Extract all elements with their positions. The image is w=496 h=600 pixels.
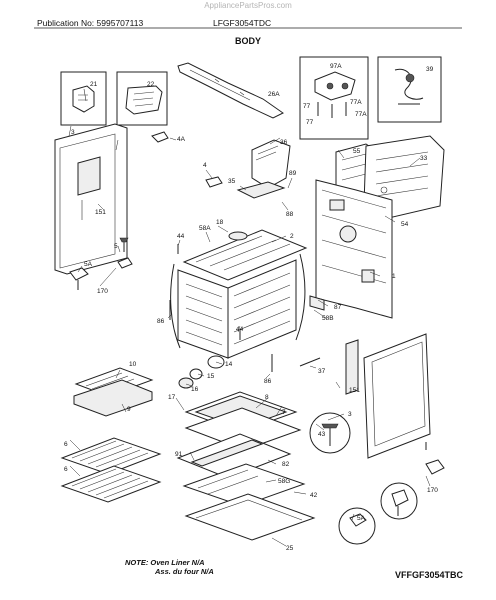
callout-label: 58A — [199, 225, 211, 232]
part-4-clip — [205, 176, 223, 188]
callout-label: 151 — [95, 209, 106, 216]
part-6-oven-rack-top — [60, 437, 162, 475]
callout-label: 44 — [236, 326, 244, 333]
callout-label: 77 — [306, 119, 314, 126]
part-6-oven-rack-bottom — [60, 465, 162, 503]
callout-label: 86 — [264, 378, 272, 385]
callout-label: 88 — [286, 211, 294, 218]
leader-lines — [68, 125, 431, 547]
callout-label: 10 — [129, 361, 137, 368]
part-36-baffle — [251, 139, 291, 189]
part-58B-strip — [309, 295, 325, 311]
callout-label: 22 — [147, 81, 155, 88]
callout-label: 14 — [225, 361, 233, 368]
part-35-tray — [236, 181, 286, 199]
part-5-screw — [119, 237, 129, 252]
callout-label: 5A — [357, 515, 366, 522]
callout-label: 42 — [310, 492, 318, 499]
watermark: AppliancePartsPros.com — [204, 1, 292, 10]
callout-label: 37 — [318, 368, 326, 375]
callout-label: 151 — [349, 387, 360, 394]
section-title: BODY — [234, 36, 261, 46]
callout-label: 77 — [303, 103, 311, 110]
part-151-side-trim — [345, 339, 359, 395]
callout-label: 9 — [127, 406, 131, 413]
model-number: LFGF3054TDC — [213, 18, 272, 28]
part-1-rear-frame — [315, 179, 393, 319]
callout-label: 77A — [355, 111, 367, 118]
callout-label: 3 — [348, 411, 352, 418]
callout-label: 55 — [353, 148, 361, 155]
callout-label: 97A — [330, 63, 342, 70]
part-25-storage-drawer — [184, 493, 316, 541]
callout-label: 8 — [265, 394, 269, 401]
part-3-side-panel — [54, 123, 128, 275]
publication-number: Publication No: 5995707113 — [37, 18, 144, 28]
callout-label: 5 — [114, 243, 118, 250]
callout-label: 87 — [334, 304, 342, 311]
callout-label: 35 — [228, 178, 236, 185]
callout-label: 58G — [278, 478, 290, 485]
part-170-bracket-right — [425, 459, 445, 475]
part-5A-leveling-leg-right — [338, 482, 418, 545]
part-box-39 — [377, 56, 442, 123]
callout-label: 21 — [90, 81, 98, 88]
callout-label: 7 — [282, 409, 286, 416]
part-18-top-cover — [182, 229, 308, 281]
part-4A-clip — [151, 131, 169, 143]
callout-label: 16 — [191, 386, 199, 393]
callout-label: 4 — [203, 162, 207, 169]
drawing-code: VFFGF3054TBC — [395, 570, 464, 580]
callout-label: 82 — [282, 461, 290, 468]
part-37-rod — [299, 357, 321, 367]
callout-label: 2 — [290, 233, 294, 240]
callout-label: 170 — [427, 487, 438, 494]
callout-label: 91 — [175, 451, 183, 458]
note-oven-liner-fr: Ass. du four N/A — [155, 567, 214, 576]
callout-label: 4A — [177, 136, 186, 143]
note-oven-liner: NOTE: Oven Liner N/A — [125, 558, 205, 567]
part-26A-bracket — [177, 62, 284, 119]
callout-label: 33 — [420, 155, 428, 162]
callout-label: 39 — [426, 66, 434, 73]
part-box-97A — [299, 56, 369, 140]
callout-label: 15 — [207, 373, 215, 380]
part-82-burner-assembly — [176, 433, 292, 479]
callout-label: 89 — [289, 170, 297, 177]
part-5A-leveling-leg-left — [69, 267, 89, 290]
callout-label: 6 — [64, 466, 68, 473]
part-box-22 — [116, 71, 168, 126]
callout-labels: 21 22 26A 97A 39 77 77A 77 77A 3 4A 36 5… — [64, 63, 438, 552]
callout-label: 18 — [216, 219, 224, 226]
callout-label: 58B — [322, 315, 334, 322]
callout-label: 3 — [71, 129, 75, 136]
part-14-15-16-knobs — [178, 355, 225, 389]
callout-label: 17 — [168, 394, 176, 401]
part-43-screw-detail — [309, 412, 351, 454]
part-box-21 — [60, 71, 107, 126]
callout-label: 36 — [280, 139, 288, 146]
part-42-58G-bottom — [182, 463, 306, 507]
part-86-hinges — [169, 300, 273, 372]
part-170-bracket-left — [117, 257, 133, 269]
part-oven-cavity — [170, 253, 306, 359]
callout-label: 170 — [97, 288, 108, 295]
callout-label: 6 — [64, 441, 68, 448]
callout-label: 54 — [401, 221, 409, 228]
callout-label: 5A — [84, 261, 93, 268]
callout-label: 26A — [268, 91, 280, 98]
part-3-door-panel-right — [363, 333, 431, 459]
callout-label: 44 — [177, 233, 185, 240]
callout-label: 43 — [318, 431, 326, 438]
callout-label: 77A — [350, 99, 362, 106]
part-10-broiler-pan — [73, 367, 154, 417]
callout-label: 25 — [286, 545, 294, 552]
callout-label: 86 — [157, 318, 165, 325]
callout-label: 1 — [392, 273, 396, 280]
